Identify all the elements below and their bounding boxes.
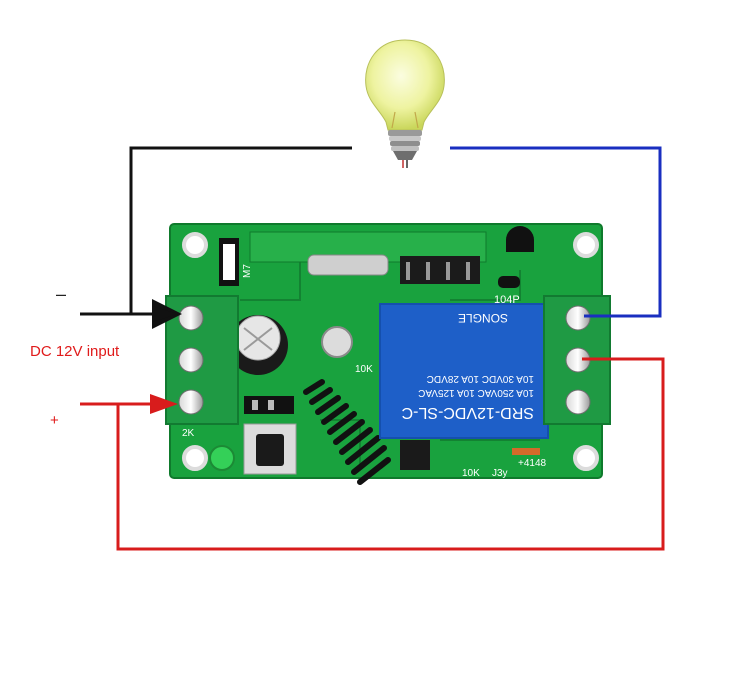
terminal-screw [565,305,591,415]
silk-10k-top: 10K [355,364,373,375]
wire-blue [450,146,662,318]
small-capacitor [321,326,353,358]
wire-black-to-bulb [129,146,352,314]
negative-label: – [56,284,67,304]
silk-4148: +4148 [518,458,547,469]
positive-label: + [50,412,59,429]
ic-chip [400,440,430,470]
push-button [243,423,297,475]
rf-module [249,231,487,284]
diode-4148 [512,448,540,455]
antenna-coil [303,379,391,485]
terminal-screw [178,305,204,415]
silk-m7: M7 [242,264,253,278]
light-bulb-icon [365,39,445,168]
relay: SRD-12VDC-SL-C 10A 250VAC 10A 125VAC 10A… [379,303,549,439]
arrow-right-icon [152,306,178,322]
wire-red-loop [116,357,665,551]
mounting-hole [182,232,599,471]
transistor [506,226,534,252]
silk-10k-bottom: 10K [462,468,480,479]
arrow-right-icon [150,394,178,414]
silk-j3: J3y [492,468,508,479]
relay-model: SRD-12VDC-SL-C [402,404,534,421]
silk-2k: 2K [182,428,195,439]
relay-rating-2: 10A 30VDC 10A 28VDC [427,373,534,384]
relay-rating-1: 10A 250VAC 10A 125VAC [418,387,534,398]
relay-brand: SONGLE [458,311,508,325]
status-led [209,445,235,471]
dc-input-label: DC 12V input [30,343,120,360]
terminal-block-left [165,295,239,425]
capacitor-104p [498,276,520,288]
